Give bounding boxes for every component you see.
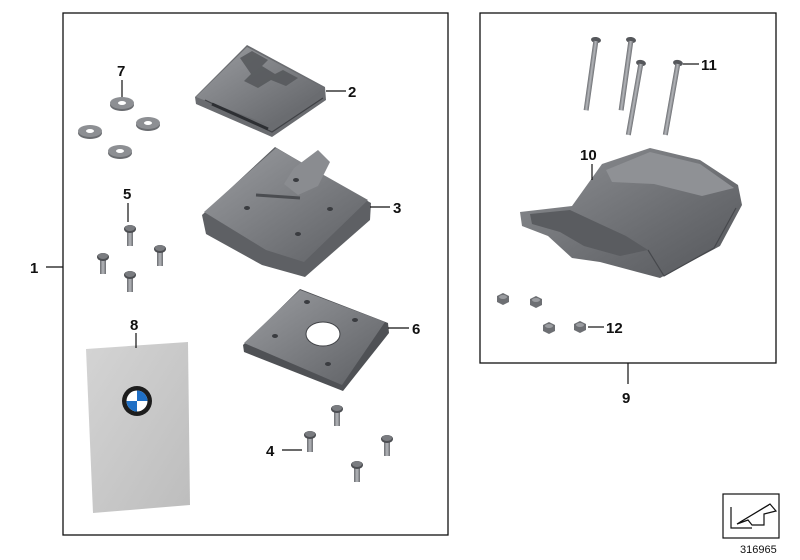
part-6-support-plate — [243, 289, 389, 391]
arrow-symbol-icon — [722, 493, 780, 539]
callout-7-label: 7 — [117, 63, 125, 80]
callout-11-label: 11 — [701, 57, 717, 74]
callout-11: 11 — [683, 57, 717, 74]
callout-7: 7 — [117, 63, 125, 97]
callout-3-label: 3 — [393, 200, 401, 217]
callout-10-label: 10 — [580, 147, 597, 164]
part-8-sticker — [86, 342, 190, 513]
callout-8-label: 8 — [130, 317, 138, 334]
kit-frame — [62, 12, 449, 536]
part-7-washers — [78, 97, 160, 159]
part-10-cover — [520, 148, 742, 278]
callout-9-label: 9 — [622, 390, 630, 407]
callout-6: 6 — [388, 321, 420, 338]
callout-6-label: 6 — [412, 321, 420, 338]
callout-12-label: 12 — [606, 320, 623, 337]
part-12-nuts — [497, 293, 586, 334]
diagram-number: 316965 — [740, 544, 777, 556]
callout-9: 9 — [622, 363, 630, 407]
callout-3: 3 — [370, 200, 401, 217]
callout-1-label: 1 — [30, 260, 38, 277]
callout-10: 10 — [580, 147, 597, 180]
callout-5: 5 — [123, 186, 131, 222]
callout-2: 2 — [326, 84, 356, 101]
part-11-long-bolts — [583, 36, 683, 136]
part-2-holder-plate — [195, 45, 326, 137]
callout-2-label: 2 — [348, 84, 356, 101]
callout-4: 4 — [266, 443, 302, 460]
callout-5-label: 5 — [123, 186, 131, 203]
callout-4-label: 4 — [266, 443, 275, 460]
bmw-logo-icon — [122, 386, 152, 416]
part-3-base-plate — [202, 147, 371, 277]
callout-1: 1 — [30, 260, 63, 277]
callout-8: 8 — [130, 317, 138, 348]
part-5-screws — [97, 225, 166, 292]
part-4-screws — [304, 405, 393, 482]
callout-12: 12 — [588, 320, 623, 337]
